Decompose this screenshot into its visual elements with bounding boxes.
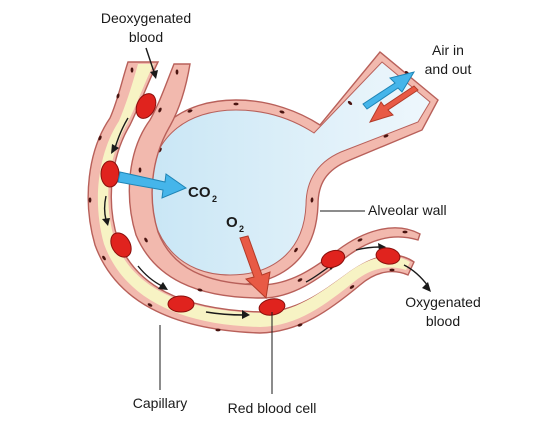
red-blood-cell bbox=[258, 298, 286, 316]
oxygenated-label-line2: blood bbox=[426, 313, 460, 329]
air-label-line1: Air in bbox=[432, 42, 464, 58]
red-blood-cells bbox=[100, 93, 401, 316]
deoxygenated-arrowhead bbox=[150, 70, 158, 79]
air-out-arrow bbox=[368, 85, 419, 123]
oxygenated-label-line1: Oxygenated bbox=[405, 294, 481, 310]
alveolus-air-sac bbox=[149, 61, 431, 276]
capillary-outer-wall bbox=[87, 61, 415, 334]
red-blood-cell bbox=[135, 93, 157, 119]
alveolar-wall-label: Alveolar wall bbox=[368, 202, 447, 218]
co2-arrow bbox=[117, 171, 188, 199]
air-label-line2: and out bbox=[425, 61, 472, 77]
red-blood-cell bbox=[100, 160, 120, 188]
red-blood-cell bbox=[320, 249, 346, 269]
deoxygenated-label-line1: Deoxygenated bbox=[101, 10, 191, 26]
deoxygenated-leader bbox=[145, 47, 155, 73]
co2-label: CO bbox=[188, 184, 211, 201]
red-blood-cell bbox=[167, 295, 195, 313]
capillary-cell-nuclei bbox=[88, 67, 408, 332]
o2-subscript: 2 bbox=[239, 224, 244, 234]
red-blood-cell-label: Red blood cell bbox=[228, 400, 317, 416]
co2-subscript: 2 bbox=[212, 194, 217, 204]
air-in-arrow bbox=[362, 71, 416, 110]
deoxygenated-label-line2: blood bbox=[129, 29, 163, 45]
red-blood-cell bbox=[375, 247, 401, 265]
capillary-label: Capillary bbox=[133, 395, 187, 411]
flow-arrows bbox=[103, 117, 429, 316]
o2-label: O bbox=[226, 214, 238, 231]
red-blood-cell bbox=[110, 232, 132, 258]
o2-arrow bbox=[239, 235, 271, 300]
capillary-inner-wall bbox=[128, 63, 421, 299]
